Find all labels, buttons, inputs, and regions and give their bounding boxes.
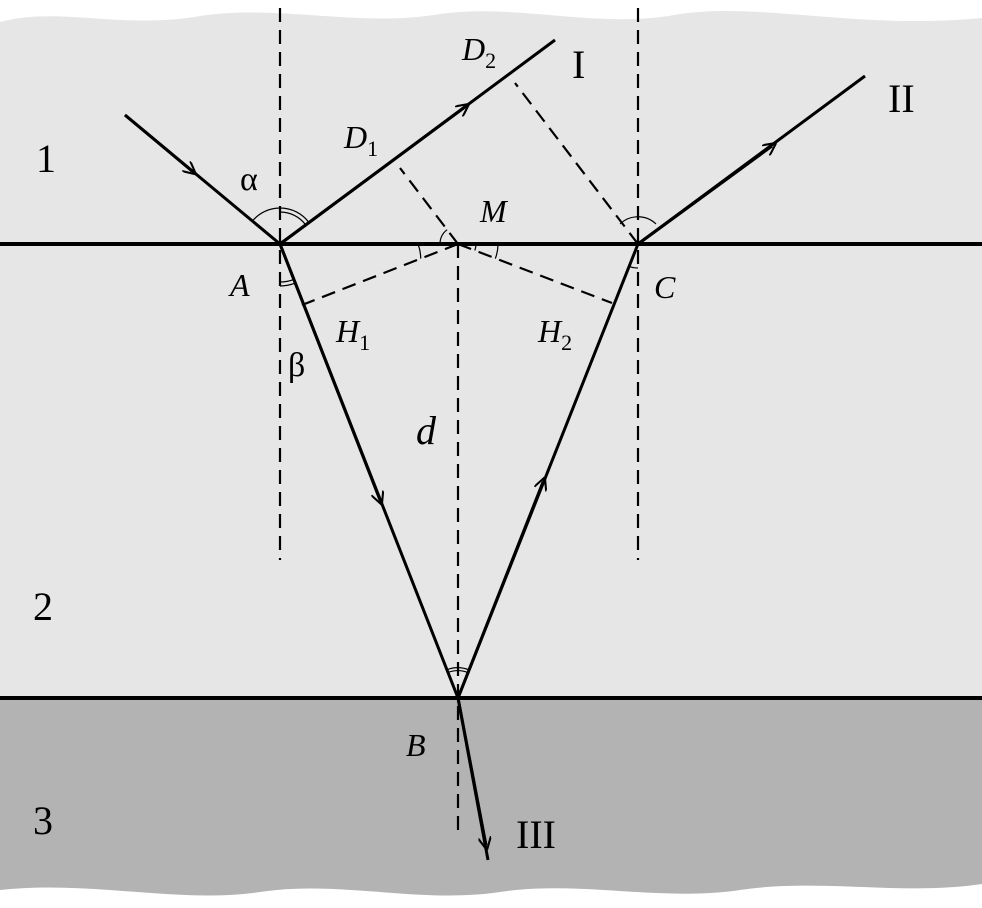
foot-H1-base: H <box>335 313 361 349</box>
reflected-ray-B-C-arrow <box>456 482 543 699</box>
perpendicular-M-H1 <box>301 242 459 307</box>
foot-H2-label: H2 <box>537 313 572 355</box>
refracted-ray-A-B-arrow <box>278 243 380 500</box>
foot-H2-subscript: 2 <box>561 330 572 355</box>
foot-D2-subscript: 2 <box>485 48 496 73</box>
perpendicular-M-H2 <box>457 242 613 305</box>
angle-beta-arc <box>279 278 295 283</box>
foot-D2-base: D <box>461 31 485 67</box>
medium-2-region <box>0 244 982 698</box>
medium-1-region <box>0 10 982 245</box>
angle-beta-arc-double <box>279 282 296 287</box>
medium-3-region <box>0 698 982 896</box>
point-A-label: A <box>228 267 250 303</box>
point-B-label: B <box>406 727 426 763</box>
foot-D1-base: D <box>343 119 367 155</box>
point-M-label: M <box>479 193 509 229</box>
ray-II-label: II <box>888 76 915 121</box>
right-angle-marker-H1 <box>417 243 422 259</box>
right-angle-marker-H2 <box>494 243 499 259</box>
emergent-ray-II-arrow <box>637 146 772 246</box>
angle-reflection-arc <box>279 207 310 223</box>
foot-D1-subscript: 1 <box>367 136 378 161</box>
layer-3-label: 3 <box>33 798 53 843</box>
foot-H1-subscript: 1 <box>359 330 370 355</box>
angle-arc-at-C <box>619 216 657 225</box>
foot-D2-label: D2 <box>461 31 496 73</box>
angle-reflection-arc-double <box>279 211 307 226</box>
foot-D1-label: D1 <box>343 119 378 161</box>
angle-arc-at-B-double <box>447 670 469 674</box>
foot-H1-label: H1 <box>335 313 370 355</box>
layer-2-label: 2 <box>33 584 53 629</box>
perpendicular-M-D1 <box>399 167 459 245</box>
foot-H2-base: H <box>537 313 563 349</box>
angle-arc-at-M-left <box>439 229 448 245</box>
transmitted-ray-III-arrow <box>456 697 486 845</box>
angle-alpha-arc <box>251 207 281 222</box>
layer-1-label: 1 <box>36 136 56 181</box>
perpendicular-C-D2 <box>514 82 639 245</box>
angle-arc-at-M-right <box>474 243 477 251</box>
film-thickness-label: d <box>416 408 437 453</box>
angle-alpha-label: α <box>240 161 258 198</box>
point-C-label: C <box>654 269 676 305</box>
angle-arc-at-B <box>446 667 470 671</box>
reflected-ray-I-arrow <box>279 107 465 246</box>
ray-III-label: III <box>516 812 556 857</box>
angle-beta-label: β <box>288 347 305 384</box>
incident-ray-arrow <box>124 113 192 171</box>
ray-I-label: I <box>572 42 585 87</box>
angle-arc-at-C-lower <box>629 265 639 269</box>
